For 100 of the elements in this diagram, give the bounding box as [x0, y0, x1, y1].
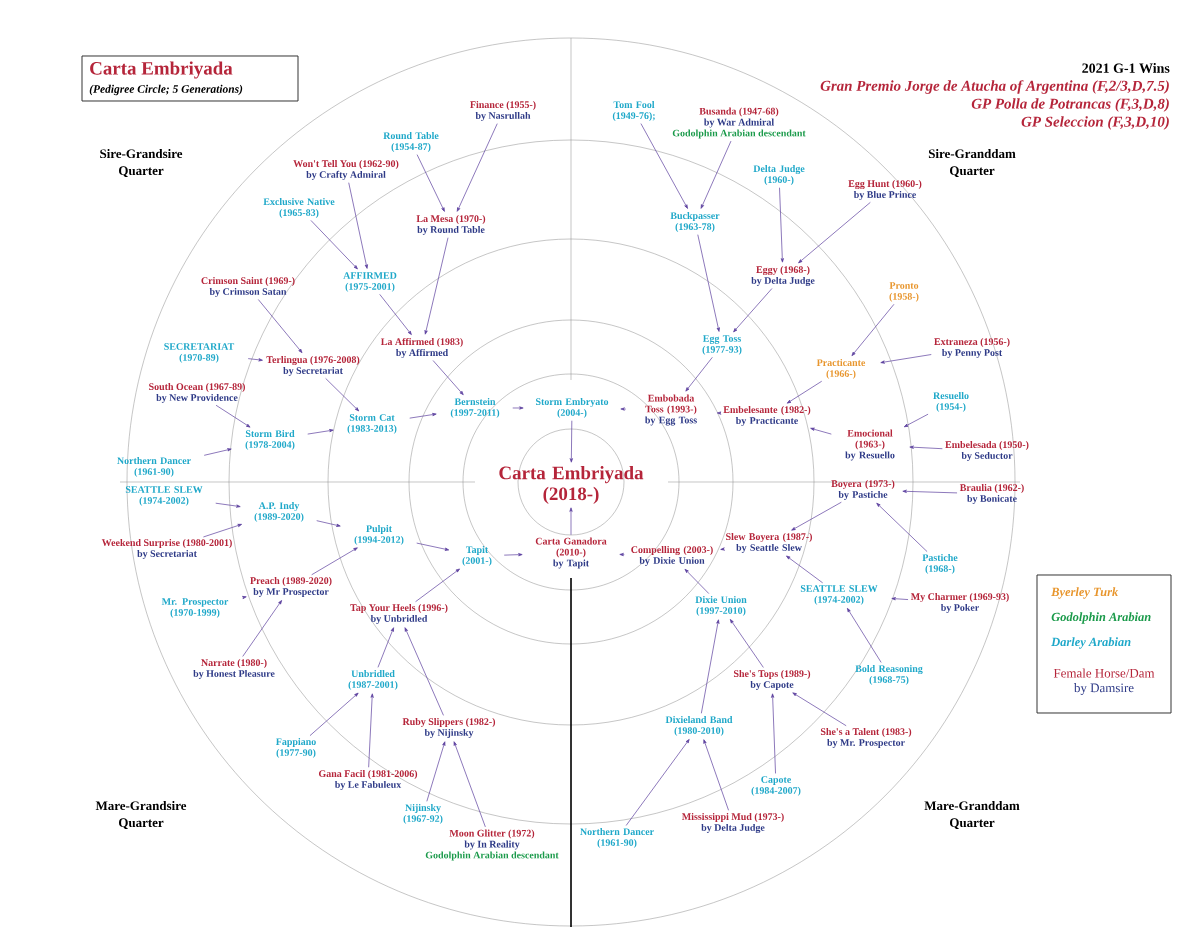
sire-name: Resuello (1954-) — [933, 392, 969, 412]
arrow — [242, 600, 283, 657]
sire-name: Storm Bird (1978-2004) — [245, 430, 295, 450]
dam-name: Terlingua (1976-2008) by Secretariat — [266, 356, 360, 376]
dam-name: Gana Facil (1981-2006) by Le Fabuleux — [318, 770, 418, 790]
sire-name: Northern Dancer (1961-90) — [580, 828, 654, 848]
sire-name: Fappiano (1977-90) — [275, 738, 316, 758]
arrow — [700, 140, 732, 209]
race-win: GP Seleccion (F,3,D,10) — [1021, 116, 1169, 130]
arrow — [640, 123, 688, 209]
legend-entry: Female Horse/Dam — [1053, 668, 1155, 678]
dam-name: My Charmer (1969-93) by Poker — [910, 593, 1009, 613]
arrow — [902, 489, 958, 494]
arrow — [720, 547, 725, 551]
sire-name: Mr. Prospector (1970-1999) — [161, 598, 229, 618]
dam-name: Moon Glitter (1972) by In Reality Godolphin Arabian descendant — [425, 829, 559, 861]
dam-name: Boyera (1973-) by Pastiche — [831, 480, 895, 500]
legend-entry: Byerley Turk — [1051, 587, 1119, 599]
sire-name: Capote (1984-2007) — [751, 776, 801, 796]
arrow — [792, 692, 847, 727]
arrow — [247, 358, 263, 362]
arrow — [377, 627, 394, 668]
race-win: Gran Premio Jorge de Atucha of Argentina (F,2/3,D,7.5) — [820, 80, 1169, 94]
arrow — [348, 182, 368, 269]
dam-name: Compelling (2003-) by Dixie Union — [631, 546, 713, 566]
arrow — [257, 299, 303, 353]
dam-name: Tap Your Heels (1996-) by Unbridled — [350, 604, 448, 624]
sire-name: Exclusive Native (1965-83) — [263, 198, 335, 218]
sire-name: SEATTLE SLEW (1974-2002) — [125, 486, 203, 506]
arrow — [569, 420, 573, 463]
legend-entry: by Damsire — [1073, 683, 1134, 695]
title: Carta Embriyada — [90, 61, 233, 79]
arrow — [325, 378, 360, 412]
dam-name: Won't Tell You (1962-90) by Crafty Admiral — [293, 160, 399, 180]
dam-name: Busanda (1947-68) by War Admiral Godolphin Arabian descendant — [672, 107, 806, 139]
subtitle: (Pedigree Circle; 5 Generations) — [89, 84, 243, 96]
arrow — [569, 507, 573, 536]
sire-name: Delta Judge (1960-) — [753, 165, 805, 185]
arrow — [685, 356, 713, 392]
arrow — [701, 619, 720, 714]
dam-name: Carta Ganadora (2010-) by Tapit — [535, 537, 607, 569]
race-win: GP Polla de Potrancas (F,3,D,8) — [971, 98, 1169, 112]
arrow — [786, 380, 823, 404]
sire-name: Buckpasser (1963-78) — [670, 212, 720, 232]
sire-name: Bold Reasoning (1968-75) — [855, 665, 923, 685]
arrow — [404, 627, 444, 716]
quarter-label: Sire-Grandsire Quarter — [100, 149, 183, 177]
arrow — [203, 448, 232, 456]
arrow — [416, 542, 450, 551]
arrow — [684, 568, 710, 594]
quarter-label: Sire-Granddam Quarter — [928, 149, 1016, 177]
dam-name: Ruby Slippers (1982-) by Nijinsky — [402, 718, 496, 738]
heading: 2021 G-1 Wins — [1082, 63, 1170, 73]
arrow — [733, 288, 773, 333]
sire-name: Pronto (1958-) — [889, 282, 919, 302]
arrow — [426, 741, 446, 802]
dam-name: Finance (1955-) by Nasrullah — [470, 101, 536, 121]
sire-name: Dixie Union (1997-2010) — [695, 596, 747, 616]
arrow — [771, 693, 776, 774]
dam-name: Embelesada (1950-) by Seductor — [945, 441, 1029, 461]
arrow — [310, 220, 358, 270]
dam-name: Mississippi Mud (1973-) by Delta Judge — [681, 812, 784, 834]
arrow — [697, 234, 720, 332]
legend-entry: Darley Arabian — [1051, 637, 1131, 649]
arrow — [909, 445, 943, 450]
arrow — [416, 154, 445, 212]
sire-name: Storm Embryato (2004-) — [536, 398, 609, 418]
sire-name: Practicante (1966-) — [816, 359, 866, 379]
arrow — [876, 502, 928, 552]
sire-name: Unbridled (1987-2001) — [348, 670, 398, 690]
arrow — [503, 553, 523, 557]
sire-name: SECRETARIAT (1970-89) — [164, 343, 235, 363]
quarter-label: Mare-Granddam Quarter — [924, 801, 1020, 829]
sire-name: Tom Fool (1949-76); — [612, 101, 655, 121]
arrow — [456, 123, 498, 212]
sire-name: A.P. Indy (1989-2020) — [254, 502, 304, 522]
arrow — [620, 407, 627, 411]
dam-name: Egg Hunt (1960-) by Blue Prince — [848, 180, 922, 200]
arrow — [368, 693, 374, 768]
arrow — [847, 607, 882, 663]
dam-name: She's Tops (1989-) by Capote — [733, 670, 811, 690]
arrow — [309, 692, 359, 736]
arrow — [432, 360, 464, 396]
dam-name: Braulia (1962-) by Bonicate — [959, 484, 1024, 504]
sire-name: Bernstein (1997-2011) — [450, 398, 500, 418]
arrow — [512, 406, 524, 410]
arrow — [810, 427, 832, 435]
sire-name: Pulpit (1994-2012) — [354, 525, 404, 545]
arrow — [880, 354, 932, 364]
arrow — [415, 568, 460, 603]
sire-name: SEATTLE SLEW (1974-2002) — [800, 585, 878, 605]
sire-name: Tapit (2001-) — [462, 546, 492, 566]
foal-name: Carta Embriyada (2018-) — [499, 466, 644, 504]
arrow — [729, 619, 764, 668]
dam-name: Narrate (1980-) by Honest Pleasure — [193, 659, 275, 679]
sire-name: AFFIRMED (1975-2001) — [343, 272, 397, 292]
arrow — [703, 739, 729, 811]
dam-name: La Affirmed (1983) by Affirmed — [380, 337, 463, 359]
arrow — [619, 552, 625, 557]
arrow — [409, 413, 437, 419]
